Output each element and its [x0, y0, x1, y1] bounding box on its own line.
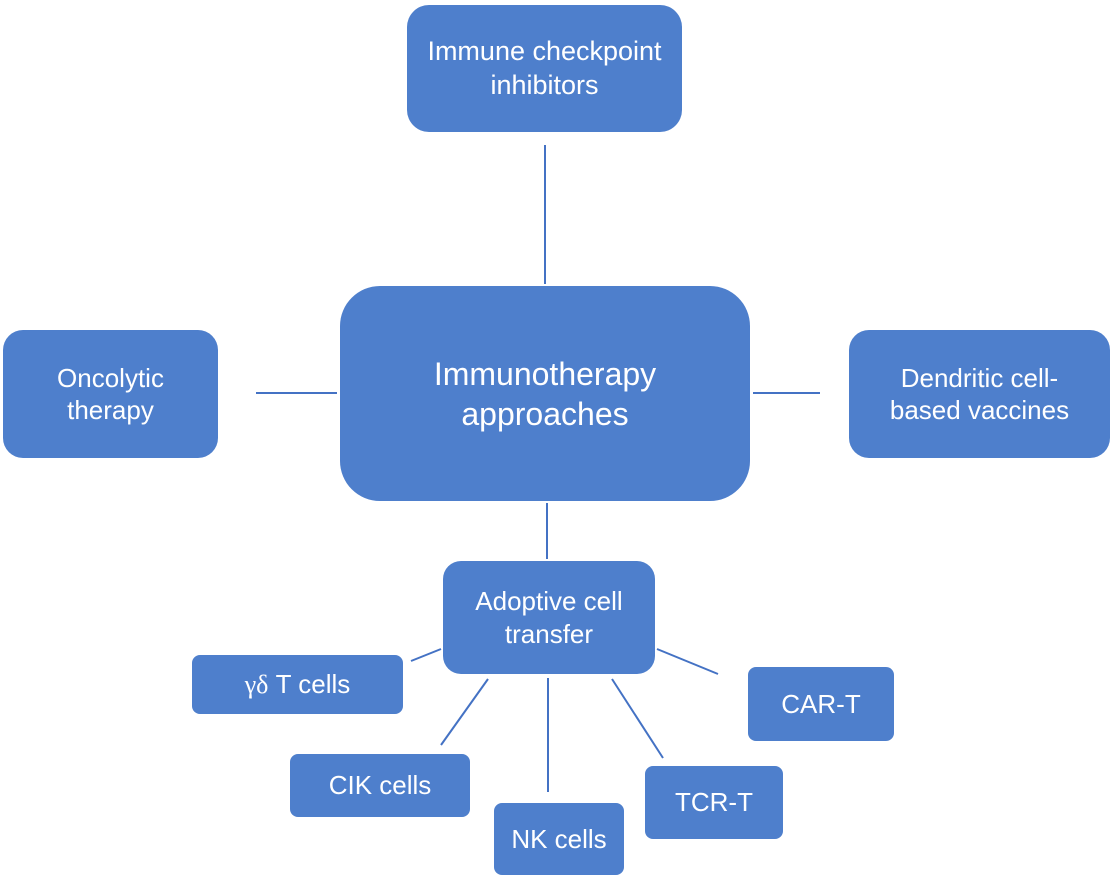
nk-cells-node: NK cells: [494, 803, 624, 875]
checkpoint-label-line2: inhibitors: [490, 69, 599, 100]
connector-act-cik: [440, 678, 489, 746]
dendritic-label-line1: Dendritic cell-: [900, 362, 1059, 393]
connector-act-tcrt: [611, 678, 664, 759]
gamma-delta-rest-label: T cells: [268, 668, 351, 699]
cik-cells-node: CIK cells: [290, 754, 470, 817]
dendritic-cell-vaccines-node: Dendritic cell- based vaccines: [849, 330, 1110, 458]
adoptive-cell-transfer-node: Adoptive cell transfer: [443, 561, 655, 674]
dendritic-label-line2: based vaccines: [889, 395, 1070, 425]
immune-checkpoint-inhibitors-node: Immune checkpoint inhibitors: [407, 5, 682, 132]
oncolytic-label-line2: therapy: [67, 395, 154, 425]
gamma-delta-greek-label: γδ: [244, 669, 269, 699]
cart-label: CAR-T: [781, 688, 861, 719]
car-t-node: CAR-T: [748, 667, 894, 741]
cik-label: CIK cells: [328, 770, 432, 801]
checkpoint-label-line1: Immune checkpoint: [427, 35, 662, 66]
tcr-t-node: TCR-T: [645, 766, 783, 839]
nk-label: NK cells: [511, 823, 607, 854]
oncolytic-therapy-node: Oncolytic therapy: [3, 330, 218, 458]
center-label-line2: approaches: [461, 395, 629, 432]
gamma-delta-t-cells-node: γδ T cells: [192, 655, 403, 714]
act-label-line2: transfer: [504, 618, 594, 649]
immunotherapy-approaches-node: Immunotherapy approaches: [340, 286, 750, 501]
connector-act-cart: [656, 648, 719, 675]
connector-act-gamma-delta: [410, 648, 442, 662]
act-label-line1: Adoptive cell: [475, 586, 623, 616]
center-label-line1: Immunotherapy: [433, 355, 657, 392]
oncolytic-label-line1: Oncolytic: [57, 362, 164, 393]
tcrt-label: TCR-T: [675, 787, 753, 818]
